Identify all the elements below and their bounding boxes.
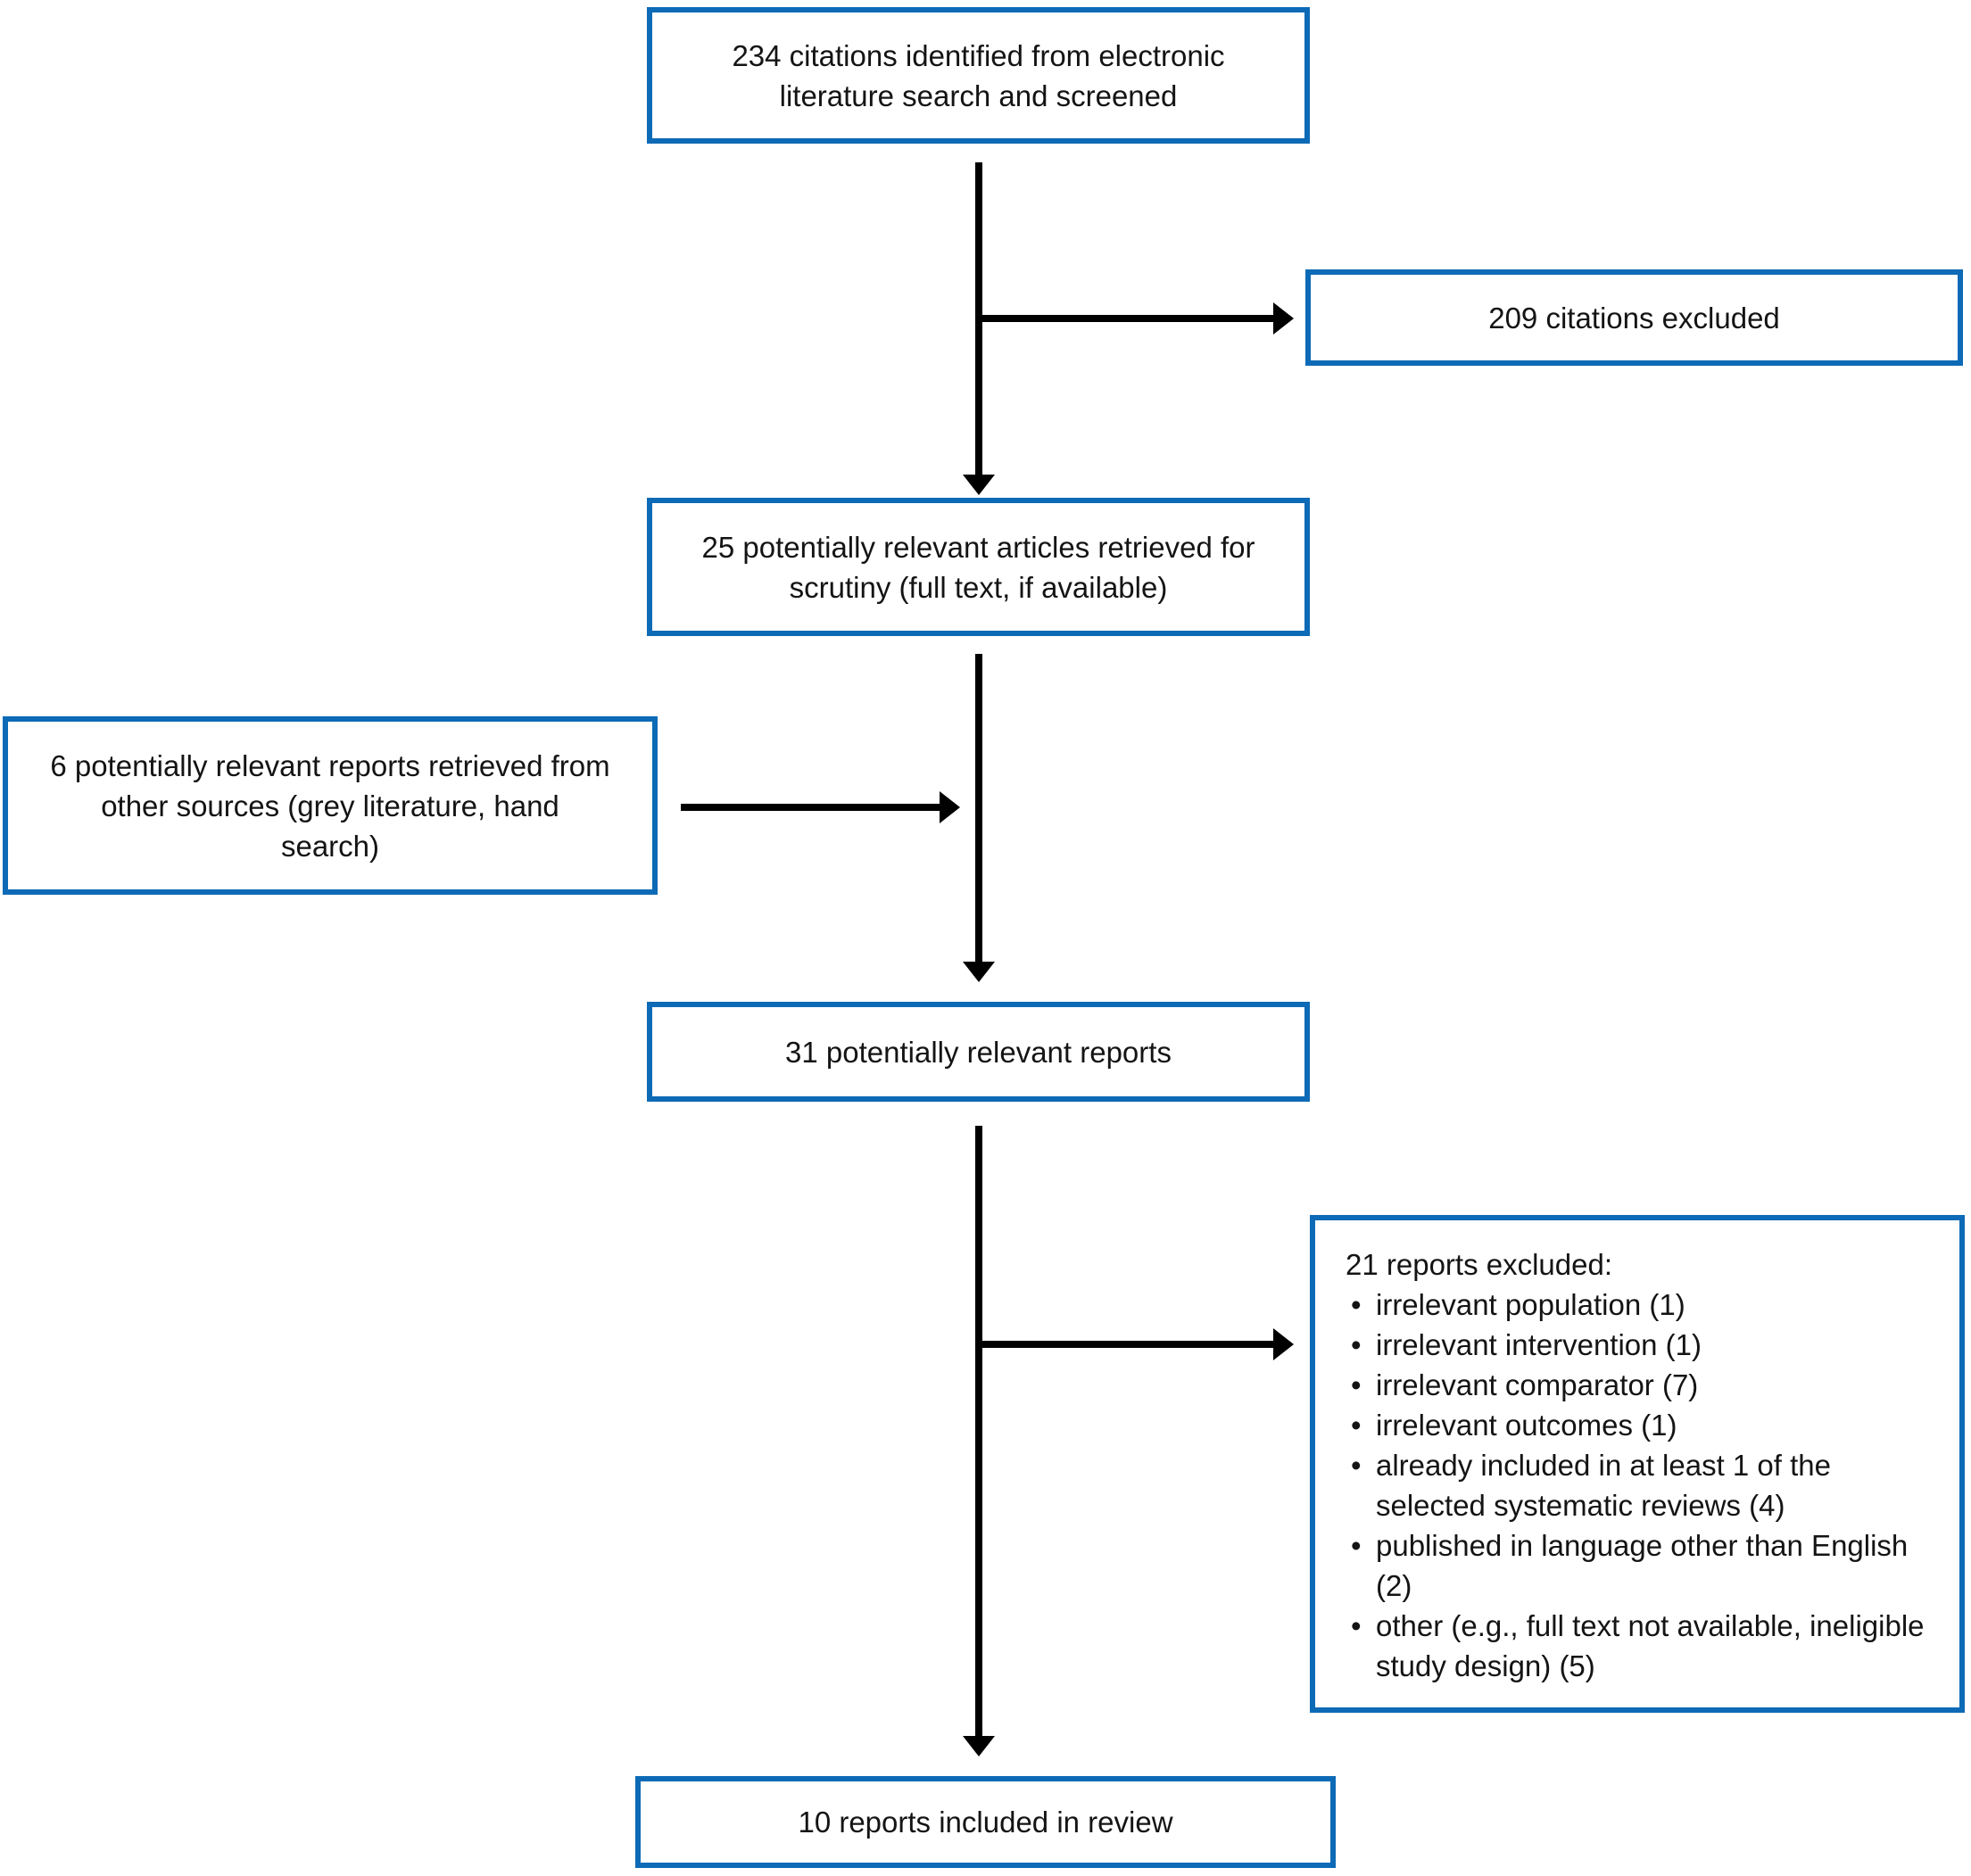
excluded-reason: irrelevant intervention (1) [1346, 1325, 1929, 1365]
excluded-reason: irrelevant comparator (7) [1346, 1365, 1929, 1405]
arrow-head-right-icon [940, 791, 960, 823]
box-citations-excluded: 209 citations excluded [1305, 269, 1963, 366]
box-citations-identified: 234 citations identified from electronic… [647, 7, 1310, 144]
box-other-sources-text: 6 potentially relevant reports retrieved… [50, 748, 610, 863]
arrow-head-down-icon [963, 962, 995, 982]
box-citations-excluded-text: 209 citations excluded [1488, 301, 1780, 335]
box-citations-identified-text: 234 citations identified from electronic… [732, 38, 1225, 112]
excluded-reason: irrelevant population (1) [1346, 1285, 1929, 1325]
arrow-line [979, 315, 1273, 322]
box-potentially-relevant-reports-text: 31 potentially relevant reports [785, 1035, 1172, 1069]
box-reports-included-text: 10 reports included in review [798, 1806, 1173, 1839]
arrow-line [979, 1341, 1273, 1348]
arrow-head-down-icon [963, 1736, 995, 1756]
arrow-head-down-icon [963, 475, 995, 495]
box-articles-retrieved-text: 25 potentially relevant articles retriev… [701, 530, 1255, 604]
box-reports-excluded: 21 reports excluded: irrelevant populati… [1310, 1215, 1965, 1713]
box-reports-included: 10 reports included in review [635, 1776, 1336, 1868]
arrow-head-right-icon [1273, 1328, 1294, 1360]
box-potentially-relevant-reports: 31 potentially relevant reports [647, 1002, 1310, 1102]
excluded-reason: published in language other than English… [1346, 1525, 1929, 1606]
excluded-reason: already included in at least 1 of the se… [1346, 1445, 1929, 1525]
excluded-reason: irrelevant outcomes (1) [1346, 1405, 1929, 1445]
box-articles-retrieved: 25 potentially relevant articles retriev… [647, 498, 1310, 636]
reports-excluded-heading: 21 reports excluded: [1346, 1248, 1613, 1281]
arrow-line [681, 804, 940, 811]
arrow-line [975, 654, 982, 962]
excluded-reason: other (e.g., full text not available, in… [1346, 1606, 1929, 1686]
arrow-line [975, 1126, 982, 1736]
box-other-sources: 6 potentially relevant reports retrieved… [3, 716, 658, 895]
arrow-head-right-icon [1273, 302, 1294, 335]
reports-excluded-list: irrelevant population (1) irrelevant int… [1346, 1285, 1933, 1686]
